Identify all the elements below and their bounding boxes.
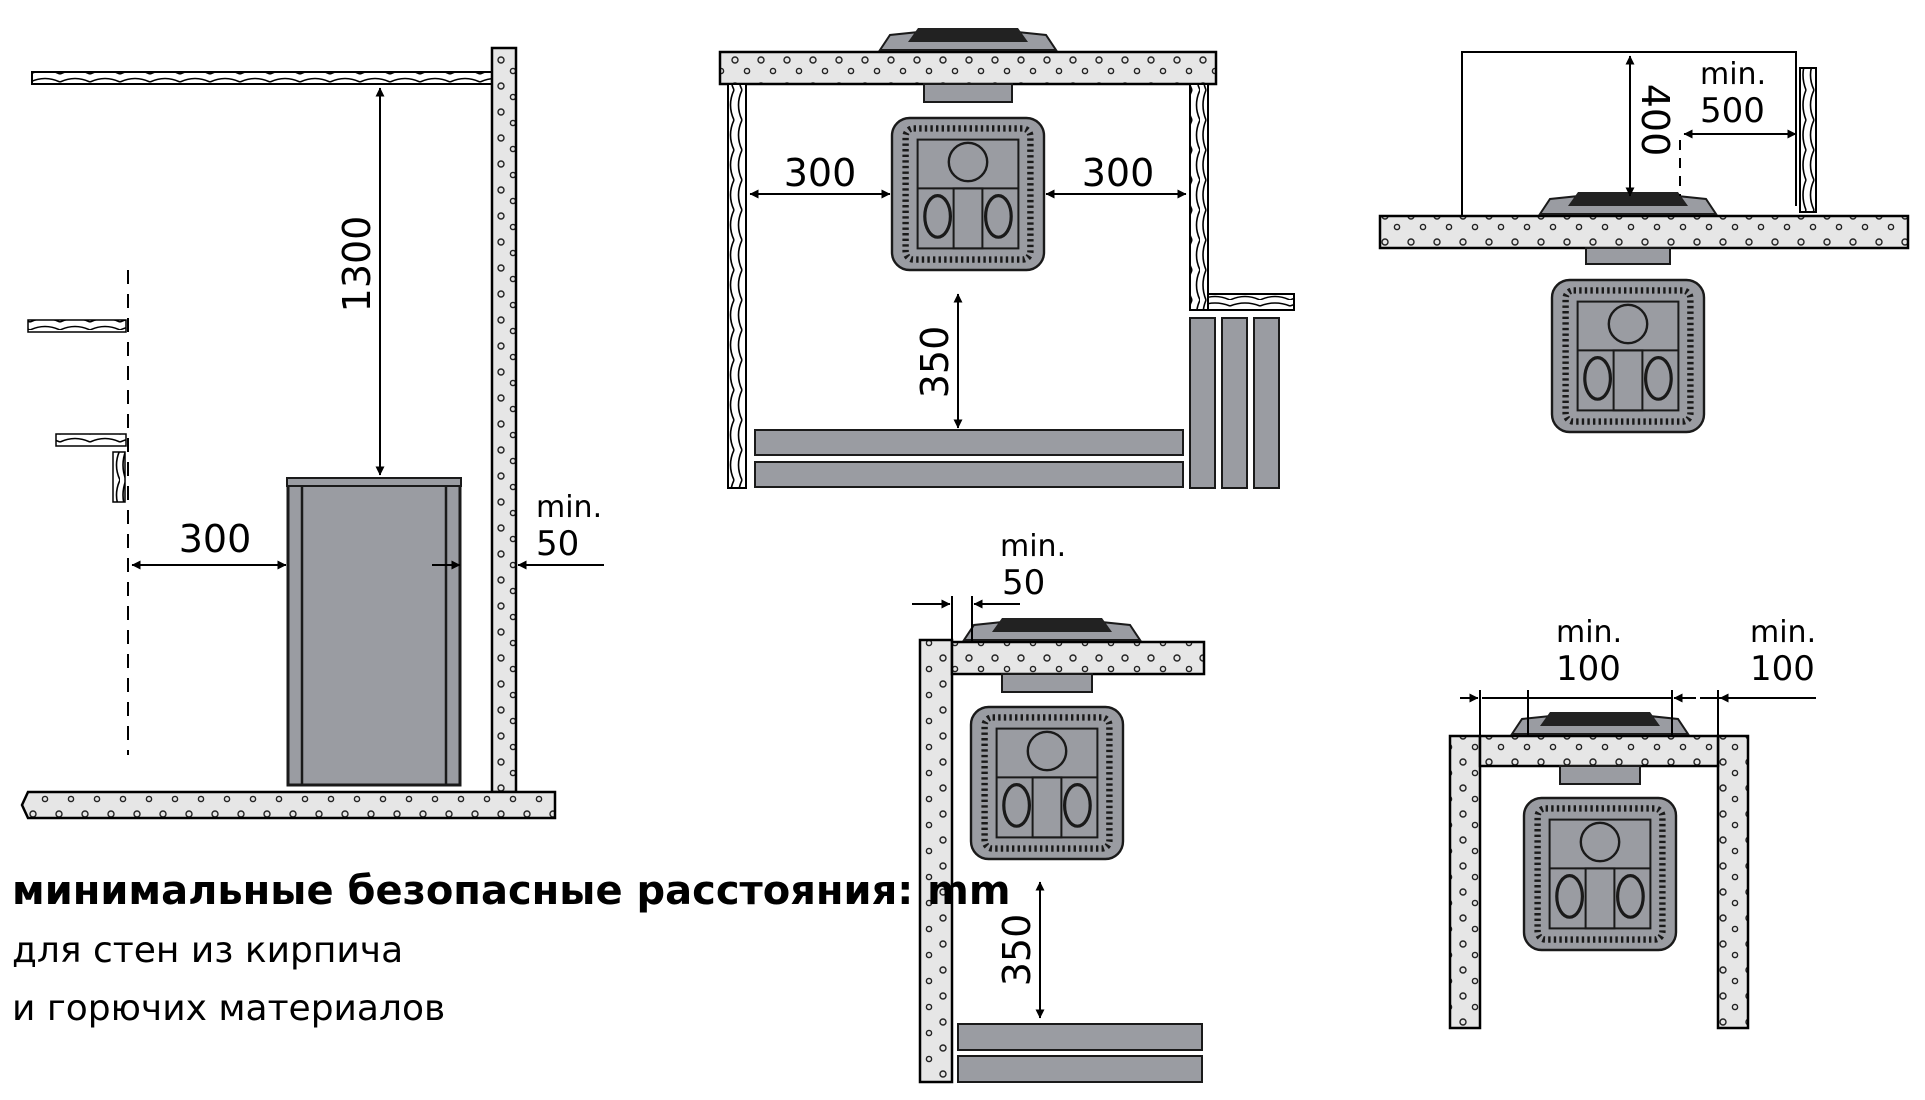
dim-1300-label: 1300 [335, 216, 379, 313]
figure-side-view: 1300 300 min. 50 [20, 46, 604, 820]
dim-500-label: 500 [1700, 91, 1765, 131]
dim-350-top-label: 350 [913, 326, 957, 399]
heater-top [892, 118, 1044, 270]
dim-300-label: 300 [179, 517, 252, 561]
bench-board [957, 1055, 1203, 1083]
wall-step-wood [1207, 293, 1295, 311]
dim-50-label: 50 [536, 524, 579, 564]
bench-board [1221, 317, 1248, 489]
ceiling-concrete [1378, 214, 1910, 250]
shelf-wood [55, 433, 127, 447]
wall-left-wood [727, 83, 747, 489]
dim-min-label: min. [1700, 57, 1766, 92]
side-wall-brick [490, 46, 518, 794]
heater-top [1524, 798, 1676, 950]
dim-min-label-right: min. [1750, 615, 1816, 650]
figure-corner: min. 50 350 [912, 529, 1206, 1084]
outline [1461, 51, 1797, 216]
dim-100-left-label: 100 [1556, 649, 1621, 689]
ceiling-concrete [1478, 734, 1720, 768]
heater-top [1552, 280, 1704, 432]
dim-100-right-label: 100 [1750, 649, 1815, 689]
bench-board [754, 461, 1184, 488]
figure-top-wood-walls: 300 300 350 [718, 27, 1295, 489]
wall-right-brick [1716, 734, 1750, 1030]
floor-concrete [20, 790, 557, 820]
bench-board [754, 429, 1184, 456]
figure-top-right: 400 min. 500 [1378, 51, 1910, 432]
dim-400-label: 400 [1633, 84, 1677, 157]
wall-left-brick [918, 638, 954, 1084]
caption-line-1: для стен из кирпича [12, 930, 404, 971]
wall-right-wood [1799, 67, 1817, 213]
dim-min-label: min. [536, 490, 602, 525]
dim-300-left-label: 300 [784, 151, 857, 195]
bench-board [1189, 317, 1216, 489]
wall-left-brick [1448, 734, 1482, 1030]
shelf-wood [112, 451, 126, 503]
ceiling-wood [31, 71, 493, 85]
dim-50-label: 50 [1002, 563, 1045, 603]
shelf-wood [27, 319, 127, 333]
caption-title: минимальные безопасные расстояния: mm [12, 868, 1011, 914]
heater-top [971, 707, 1123, 859]
figure-niche: min. 100 min. 100 [1448, 615, 1816, 1030]
heater-side [286, 481, 462, 787]
ceiling-concrete [950, 640, 1206, 676]
dim-350-corner-label: 350 [995, 914, 1039, 987]
bench-board [1253, 317, 1280, 489]
wall-right-wood [1189, 83, 1209, 311]
dim-min-label-left: min. [1556, 615, 1622, 650]
dim-min-label: min. [1000, 529, 1066, 564]
ceiling-concrete [718, 50, 1218, 86]
bench-board [957, 1023, 1203, 1051]
caption-line-2: и горючих материалов [12, 988, 446, 1029]
dim-300-right-label: 300 [1082, 151, 1155, 195]
